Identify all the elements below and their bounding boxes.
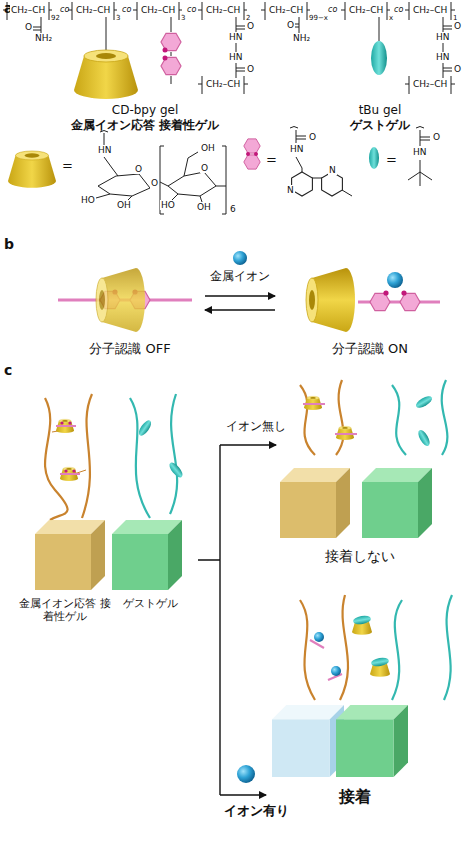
atom-label: O [24, 22, 33, 32]
state-label: 分子認識 OFF [45, 342, 215, 357]
backbone-unit: CH₂–CH [412, 5, 448, 15]
gel-name: 金属イオン応答 接着性ゲル [40, 119, 250, 133]
result-label: 接着しない [290, 548, 430, 564]
atom-label: HN [228, 52, 244, 62]
repeat-count: 92 [51, 14, 60, 22]
gel-name: tBu gel [330, 104, 430, 118]
atom-label: HN [435, 32, 451, 42]
atom-label: HN [289, 144, 305, 154]
atom-label: NH₂ [34, 33, 53, 43]
repeat-count: 99−x [309, 14, 328, 22]
copolymer-mark: co [60, 5, 69, 14]
backbone-unit: CH₂–CH [75, 5, 111, 15]
backbone-unit: CH₂–CH [412, 79, 448, 89]
copolymer-mark: co [122, 5, 131, 14]
equals-sign: = [386, 153, 397, 168]
gel-name: ゲストゲル [108, 598, 192, 611]
result-label: 接着 [300, 788, 410, 806]
atom-label: N [328, 165, 337, 175]
atom-label: OH [116, 200, 132, 210]
state-label: 分子認識 ON [285, 342, 455, 357]
backbone-unit: CH₂–CH [205, 5, 241, 15]
atom-label: NH₂ [292, 33, 311, 43]
atom-label: O [246, 21, 255, 31]
copolymer-mark: co [187, 5, 196, 14]
backbone-unit: CH₂–CH [205, 79, 241, 89]
copolymer-mark: co [394, 5, 403, 14]
atom-label: N [286, 185, 295, 195]
equals-sign: = [266, 153, 277, 168]
reagent-label: 金属イオン [200, 270, 280, 284]
backbone-unit: CH₂–CH [140, 5, 176, 15]
atom-label: O [134, 164, 143, 174]
atom-label: O [432, 132, 441, 142]
atom-label: OH [200, 143, 216, 153]
atom-label: O [200, 163, 209, 173]
atom-label: HN [228, 32, 244, 42]
condition-label: イオン有り [216, 804, 296, 819]
backbone-unit: CH₂–CH [10, 5, 46, 15]
atom-label: HN [435, 52, 451, 62]
atom-label: O [286, 20, 295, 30]
atom-label: HO [80, 195, 96, 205]
backbone-unit: CH₂–CH [348, 5, 384, 15]
equals-sign: = [62, 159, 73, 174]
atom-label: O [453, 21, 462, 31]
repeat-count: x [389, 14, 393, 22]
panel-letter: b [4, 236, 14, 252]
atom-label: HN [97, 145, 113, 155]
gel-name: CD-bpy gel [60, 104, 230, 118]
gel-name: 金属イオン応答 接着性ゲル [18, 598, 112, 623]
atom-label: OH [196, 202, 212, 212]
condition-label: イオン無し [218, 420, 294, 434]
repeat-count: 3 [181, 14, 185, 22]
atom-label: O [150, 178, 159, 188]
atom-label: HO [160, 200, 176, 210]
atom-label: O [308, 132, 317, 142]
repeat-count: 3 [116, 14, 120, 22]
panel-letter: c [4, 362, 12, 378]
atom-label: O [246, 64, 255, 74]
atom-label: O [453, 64, 462, 74]
atom-label: HN [412, 147, 428, 157]
gel-name: ゲストゲル [330, 119, 430, 133]
backbone-unit: CH₂–CH [268, 5, 304, 15]
copolymer-mark: co [328, 5, 337, 14]
repeat-count: 6 [230, 204, 236, 214]
